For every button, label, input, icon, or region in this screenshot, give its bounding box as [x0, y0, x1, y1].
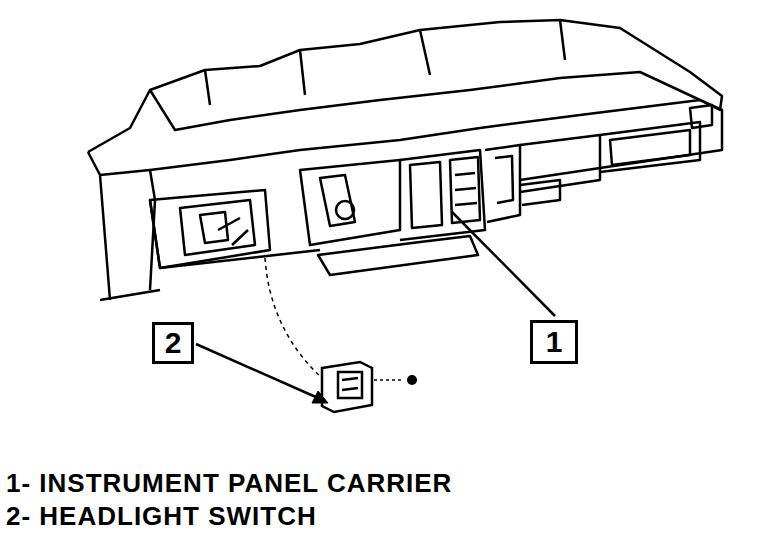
- callout-box: 1: [530, 320, 578, 364]
- legend-text: 1- INSTRUMENT PANEL CARRIER: [6, 470, 452, 496]
- callout-number: 1: [546, 327, 563, 357]
- callout-number: 2: [165, 328, 182, 358]
- legend-text: 2- HEADLIGHT SWITCH: [6, 503, 317, 529]
- callout-box: 2: [152, 322, 194, 364]
